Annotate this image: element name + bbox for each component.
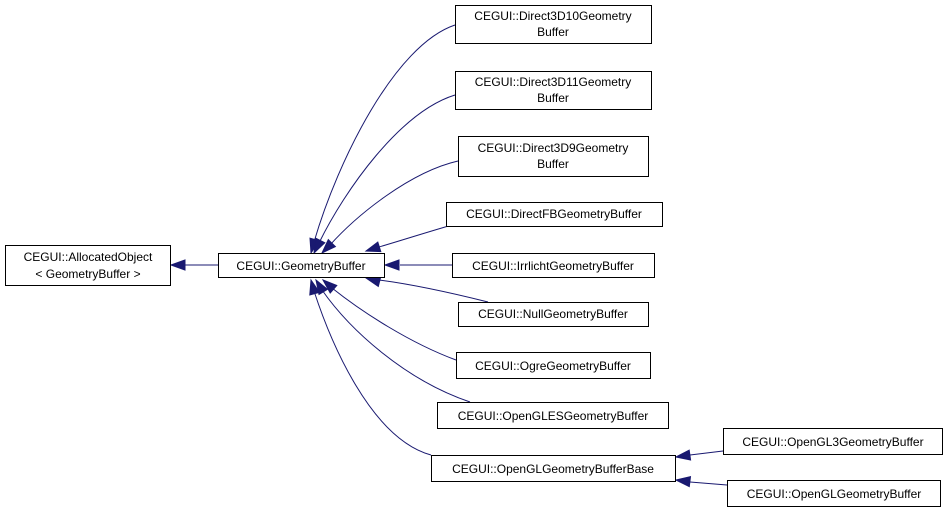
node-label: CEGUI::OgreGeometryBuffer <box>475 359 631 373</box>
arrowhead <box>364 241 382 253</box>
node-allocated-object[interactable]: CEGUI::AllocatedObject < GeometryBuffer … <box>5 245 171 286</box>
arrowhead <box>674 476 692 488</box>
inheritance-edge <box>674 449 724 461</box>
inheritance-edge <box>383 259 452 271</box>
node-label: CEGUI::IrrlichtGeometryBuffer <box>472 259 634 273</box>
node-irrlicht-geometry-buffer[interactable]: CEGUI::IrrlichtGeometryBuffer <box>452 253 655 278</box>
node-label-line: CEGUI::Direct3D10Geometry <box>474 9 631 23</box>
inheritance-edge <box>169 259 218 271</box>
node-direct3d11-geometry-buffer[interactable]: CEGUI::Direct3D11Geometry Buffer <box>455 71 652 110</box>
node-directfb-geometry-buffer[interactable]: CEGUI::DirectFBGeometryBuffer <box>446 202 663 227</box>
node-label-line: Buffer <box>537 25 569 39</box>
node-label-line: CEGUI::AllocatedObject <box>24 250 153 264</box>
node-label-line: CEGUI::Direct3D9Geometry <box>478 141 629 155</box>
node-label: CEGUI::DirectFBGeometryBuffer <box>466 207 642 221</box>
node-label-line: < GeometryBuffer > <box>35 267 140 281</box>
arrowhead <box>169 259 186 271</box>
arrowhead <box>313 237 326 255</box>
inheritance-edge <box>320 160 459 255</box>
arrowhead <box>364 276 382 288</box>
inheritance-edge <box>674 476 728 488</box>
node-label-line: Buffer <box>537 157 569 171</box>
node-ogre-geometry-buffer[interactable]: CEGUI::OgreGeometryBuffer <box>456 352 651 379</box>
edge-line <box>331 287 457 361</box>
edge-line <box>689 450 724 456</box>
inheritance-edge <box>309 278 432 456</box>
node-label: CEGUI::GeometryBuffer <box>236 259 365 273</box>
node-label-line: Buffer <box>537 91 569 105</box>
edge-line <box>313 24 456 243</box>
node-opengl3-geometry-buffer[interactable]: CEGUI::OpenGL3GeometryBuffer <box>723 428 943 455</box>
inheritance-edge <box>315 278 471 403</box>
node-opengl-geometry-buffer[interactable]: CEGUI::OpenGLGeometryBuffer <box>727 480 941 507</box>
edge-line <box>318 94 456 244</box>
edge-line <box>313 290 432 456</box>
node-label: CEGUI::NullGeometryBuffer <box>478 307 628 321</box>
node-opengles-geometry-buffer[interactable]: CEGUI::OpenGLESGeometryBuffer <box>437 402 669 429</box>
inheritance-edge <box>364 276 489 303</box>
node-geometry-buffer[interactable]: CEGUI::GeometryBuffer <box>218 253 385 278</box>
inheritance-edge <box>321 279 457 361</box>
edge-line <box>378 279 489 303</box>
node-label-line: CEGUI::Direct3D11Geometry <box>475 75 632 89</box>
node-null-geometry-buffer[interactable]: CEGUI::NullGeometryBuffer <box>458 302 649 327</box>
node-direct3d10-geometry-buffer[interactable]: CEGUI::Direct3D10Geometry Buffer <box>455 5 652 44</box>
arrowhead <box>674 449 692 461</box>
node-label: CEGUI::OpenGL3GeometryBuffer <box>742 435 923 449</box>
node-label: CEGUI::OpenGLGeometryBufferBase <box>452 462 654 476</box>
edge-line <box>321 289 471 403</box>
node-label: CEGUI::OpenGLESGeometryBuffer <box>458 409 649 423</box>
arrowhead <box>320 238 337 255</box>
edge-line <box>689 481 728 486</box>
inheritance-edge <box>313 94 456 255</box>
arrowhead <box>309 278 321 296</box>
node-label: CEGUI::OpenGLGeometryBuffer <box>747 487 922 501</box>
edge-line <box>329 160 459 246</box>
arrowhead <box>383 259 400 271</box>
node-direct3d9-geometry-buffer[interactable]: CEGUI::Direct3D9Geometry Buffer <box>458 136 649 177</box>
node-opengl-geometry-buffer-base[interactable]: CEGUI::OpenGLGeometryBufferBase <box>431 455 676 482</box>
arrowhead <box>321 279 338 294</box>
